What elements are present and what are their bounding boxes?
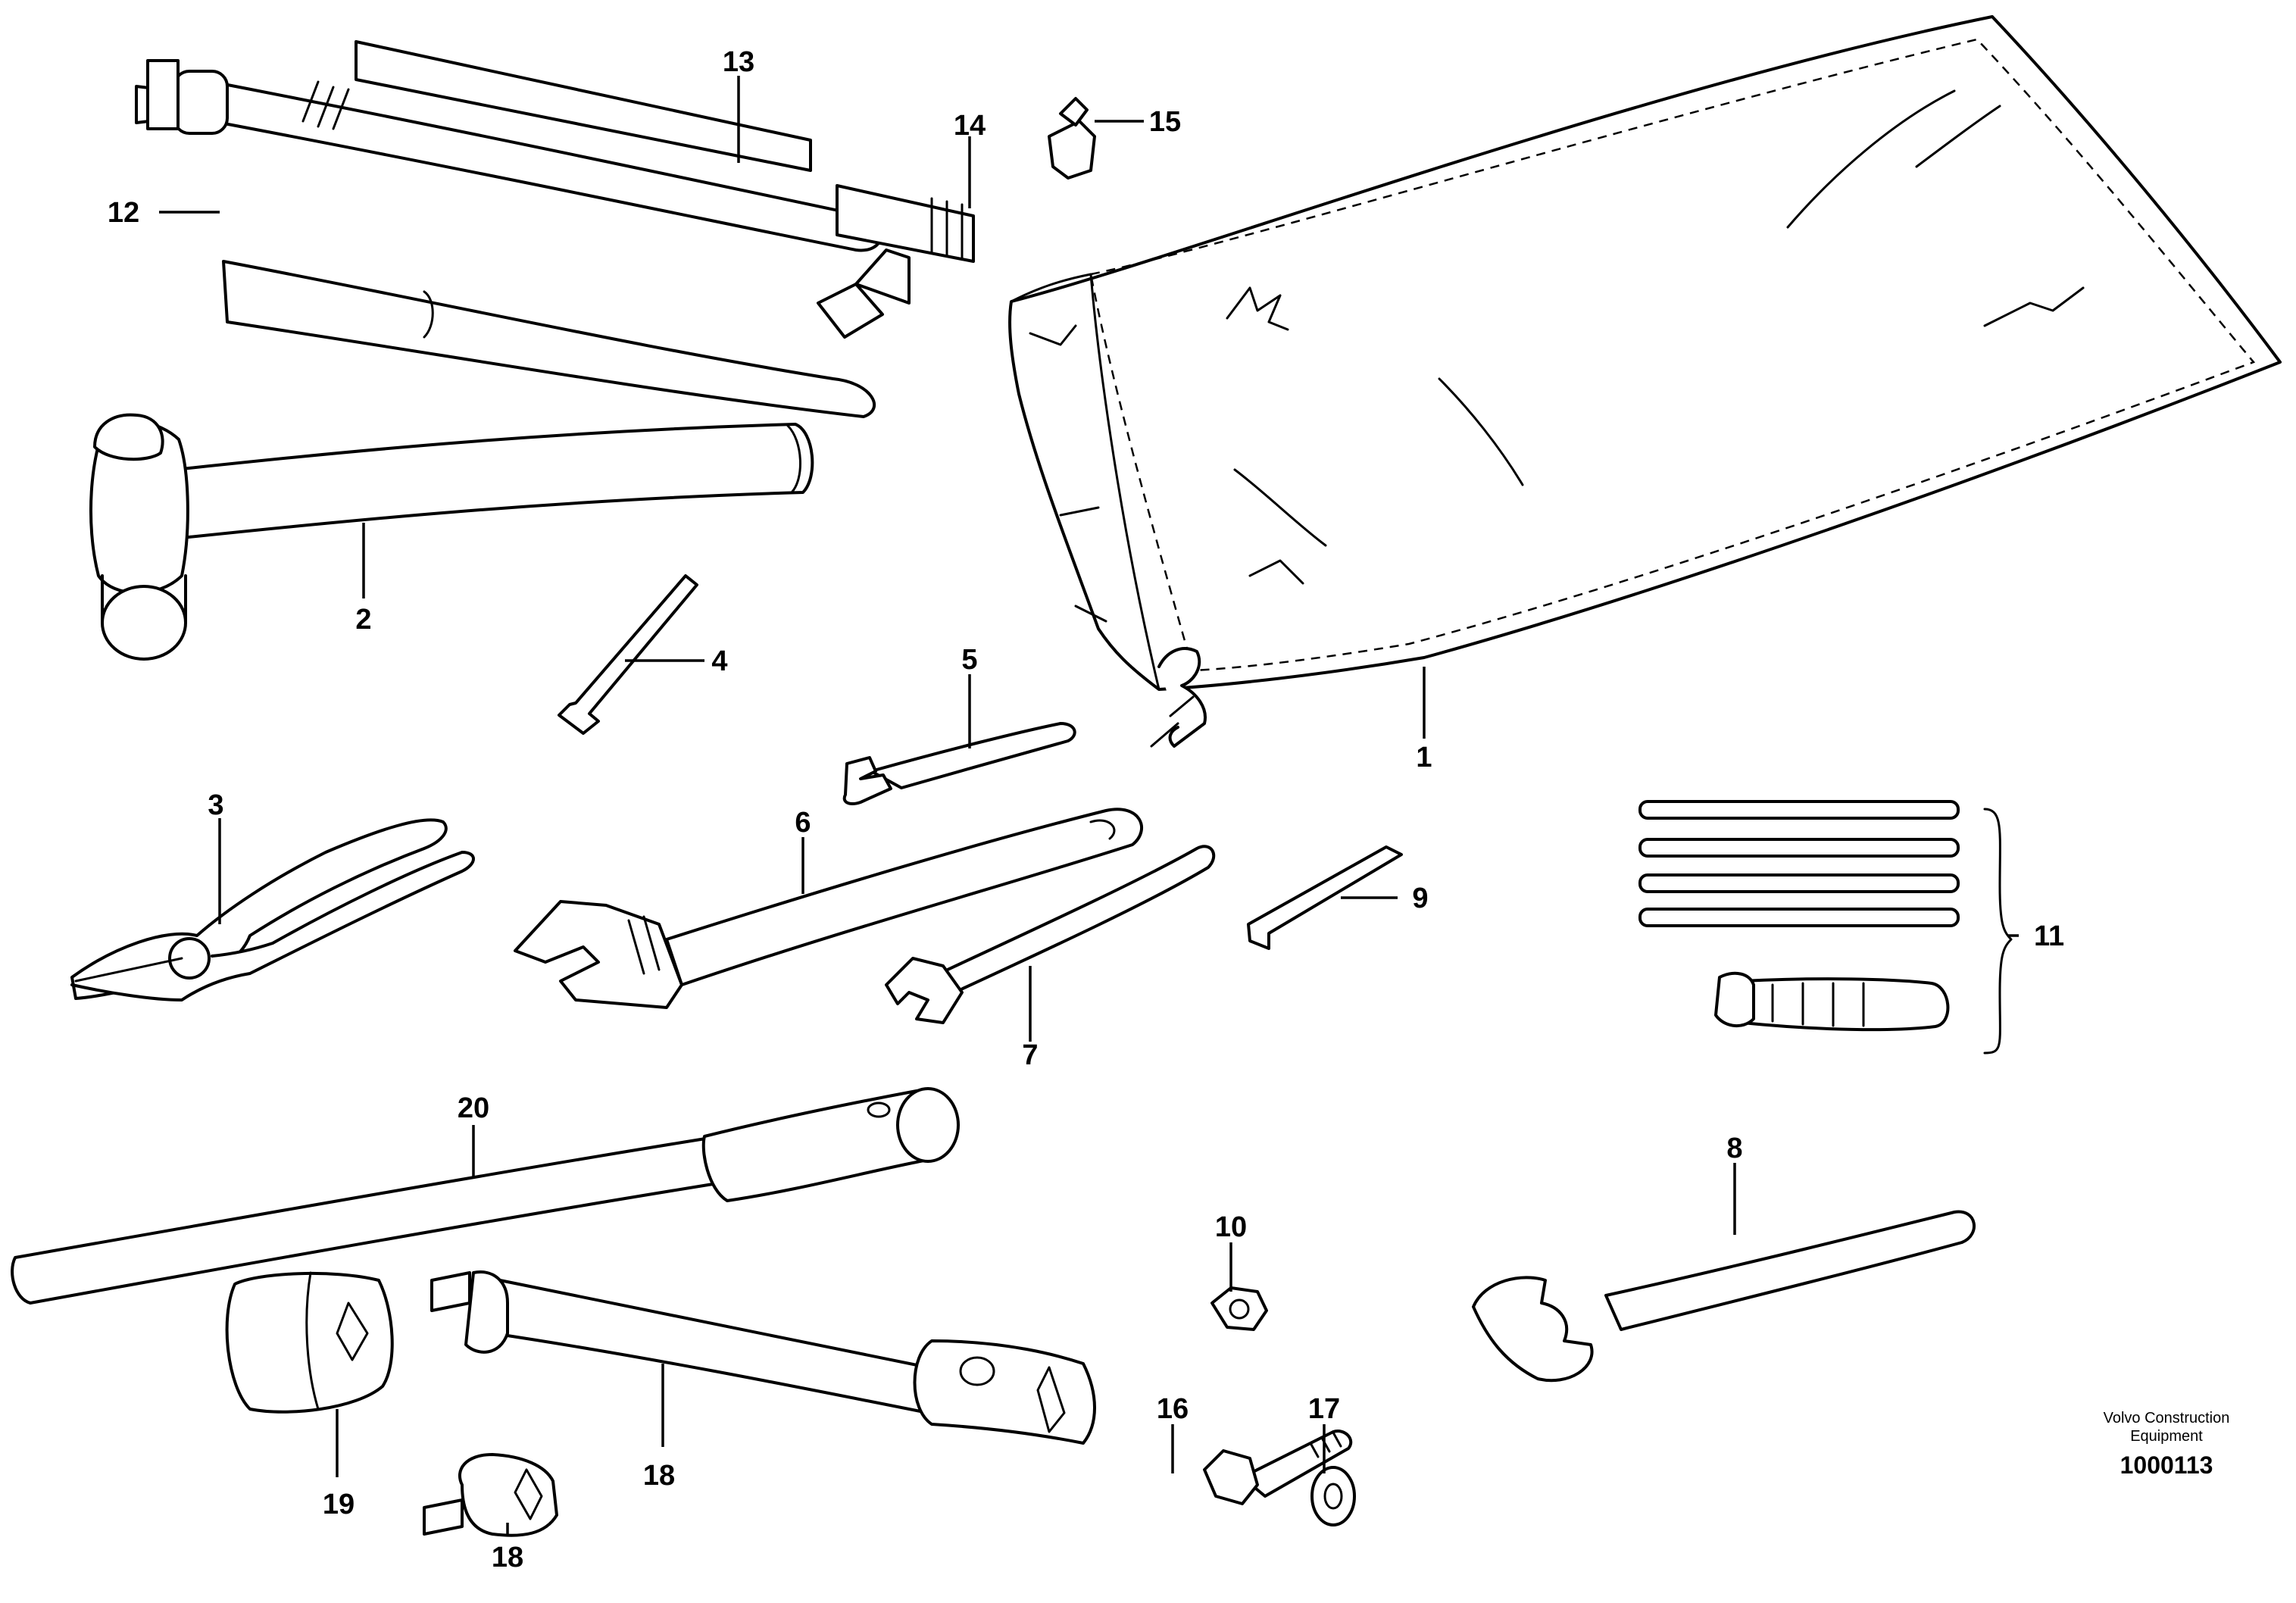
callout-17: 17	[1308, 1393, 1340, 1425]
combination-pliers	[70, 818, 475, 1001]
ball-peen-hammer	[89, 413, 814, 661]
callout-8: 8	[1726, 1133, 1742, 1164]
leader-lines	[159, 76, 2019, 1534]
credit-block: Volvo Construction Equipment 1000113	[2104, 1410, 2230, 1479]
socket	[225, 1271, 394, 1414]
flat-washer	[1310, 1466, 1356, 1526]
small-adjustable-wrench	[885, 845, 1216, 1024]
callout-9: 9	[1412, 883, 1428, 914]
callout-10: 10	[1215, 1211, 1247, 1243]
callout-3: 3	[208, 789, 223, 821]
hex-key	[558, 574, 698, 735]
callout-11: 11	[2034, 920, 2064, 952]
screwdriver-set	[1638, 800, 2013, 1055]
grease-nipple	[1048, 97, 1096, 180]
callout-7: 7	[1022, 1039, 1038, 1071]
large-open-end-wrench	[1472, 1210, 1976, 1383]
callout-6: 6	[795, 807, 811, 839]
callout-2: 2	[355, 604, 371, 636]
box-wrench-handle	[11, 1087, 960, 1305]
callout-15: 15	[1149, 106, 1181, 138]
callout-4: 4	[711, 645, 727, 677]
drawing-number: 1000113	[2120, 1451, 2213, 1479]
grease-gun	[135, 40, 975, 418]
socket-adapter	[423, 1453, 558, 1537]
tool-bag	[1008, 15, 2282, 748]
callout-18-adapter: 18	[492, 1542, 523, 1573]
callout-16: 16	[1157, 1393, 1189, 1425]
callout-14: 14	[954, 110, 986, 142]
large-adjustable-wrench	[514, 808, 1143, 1009]
hex-nut	[1210, 1286, 1268, 1331]
callout-19: 19	[323, 1489, 355, 1520]
callout-13: 13	[723, 46, 754, 78]
callout-20: 20	[458, 1092, 489, 1124]
callout-12: 12	[108, 197, 139, 229]
callout-numbers: 1 2 3 4 5 6 7 8 9 10 11 12 13 14 15 16 1…	[108, 46, 2064, 1573]
credit-line-2: Equipment	[2130, 1428, 2203, 1445]
socket-extension-bar	[430, 1270, 1096, 1445]
square-bar-key	[1247, 845, 1403, 950]
callout-5: 5	[961, 644, 977, 676]
callout-1: 1	[1416, 742, 1432, 773]
callout-18-extension: 18	[643, 1460, 675, 1492]
credit-line-1: Volvo Construction	[2104, 1410, 2230, 1426]
small-open-end-wrench	[842, 722, 1076, 805]
